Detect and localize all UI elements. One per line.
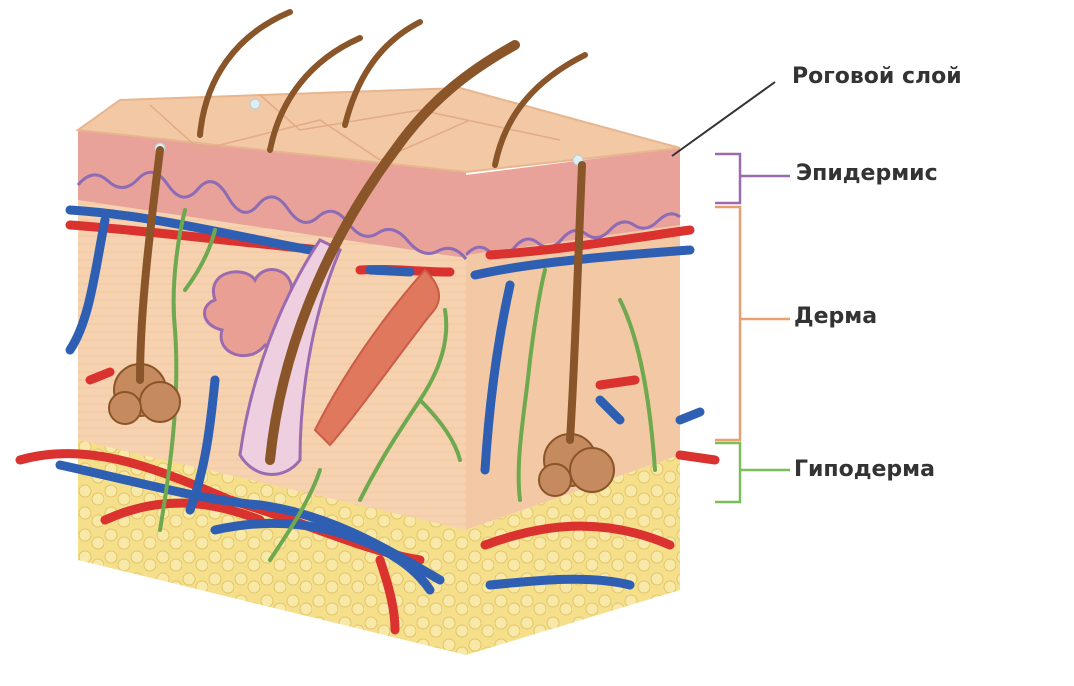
- epidermis-bracket: [715, 154, 790, 203]
- pore: [250, 99, 260, 109]
- label-dermis: Дерма: [794, 306, 877, 328]
- label-stratum-corneum: Роговой слой: [792, 66, 962, 88]
- dermis-bracket: [715, 207, 790, 440]
- label-epidermis: Эпидермис: [796, 163, 938, 185]
- label-hypodermis: Гиподерма: [794, 459, 935, 481]
- hypodermis-bracket: [715, 443, 790, 502]
- stratum-corneum-pointer: [672, 82, 775, 156]
